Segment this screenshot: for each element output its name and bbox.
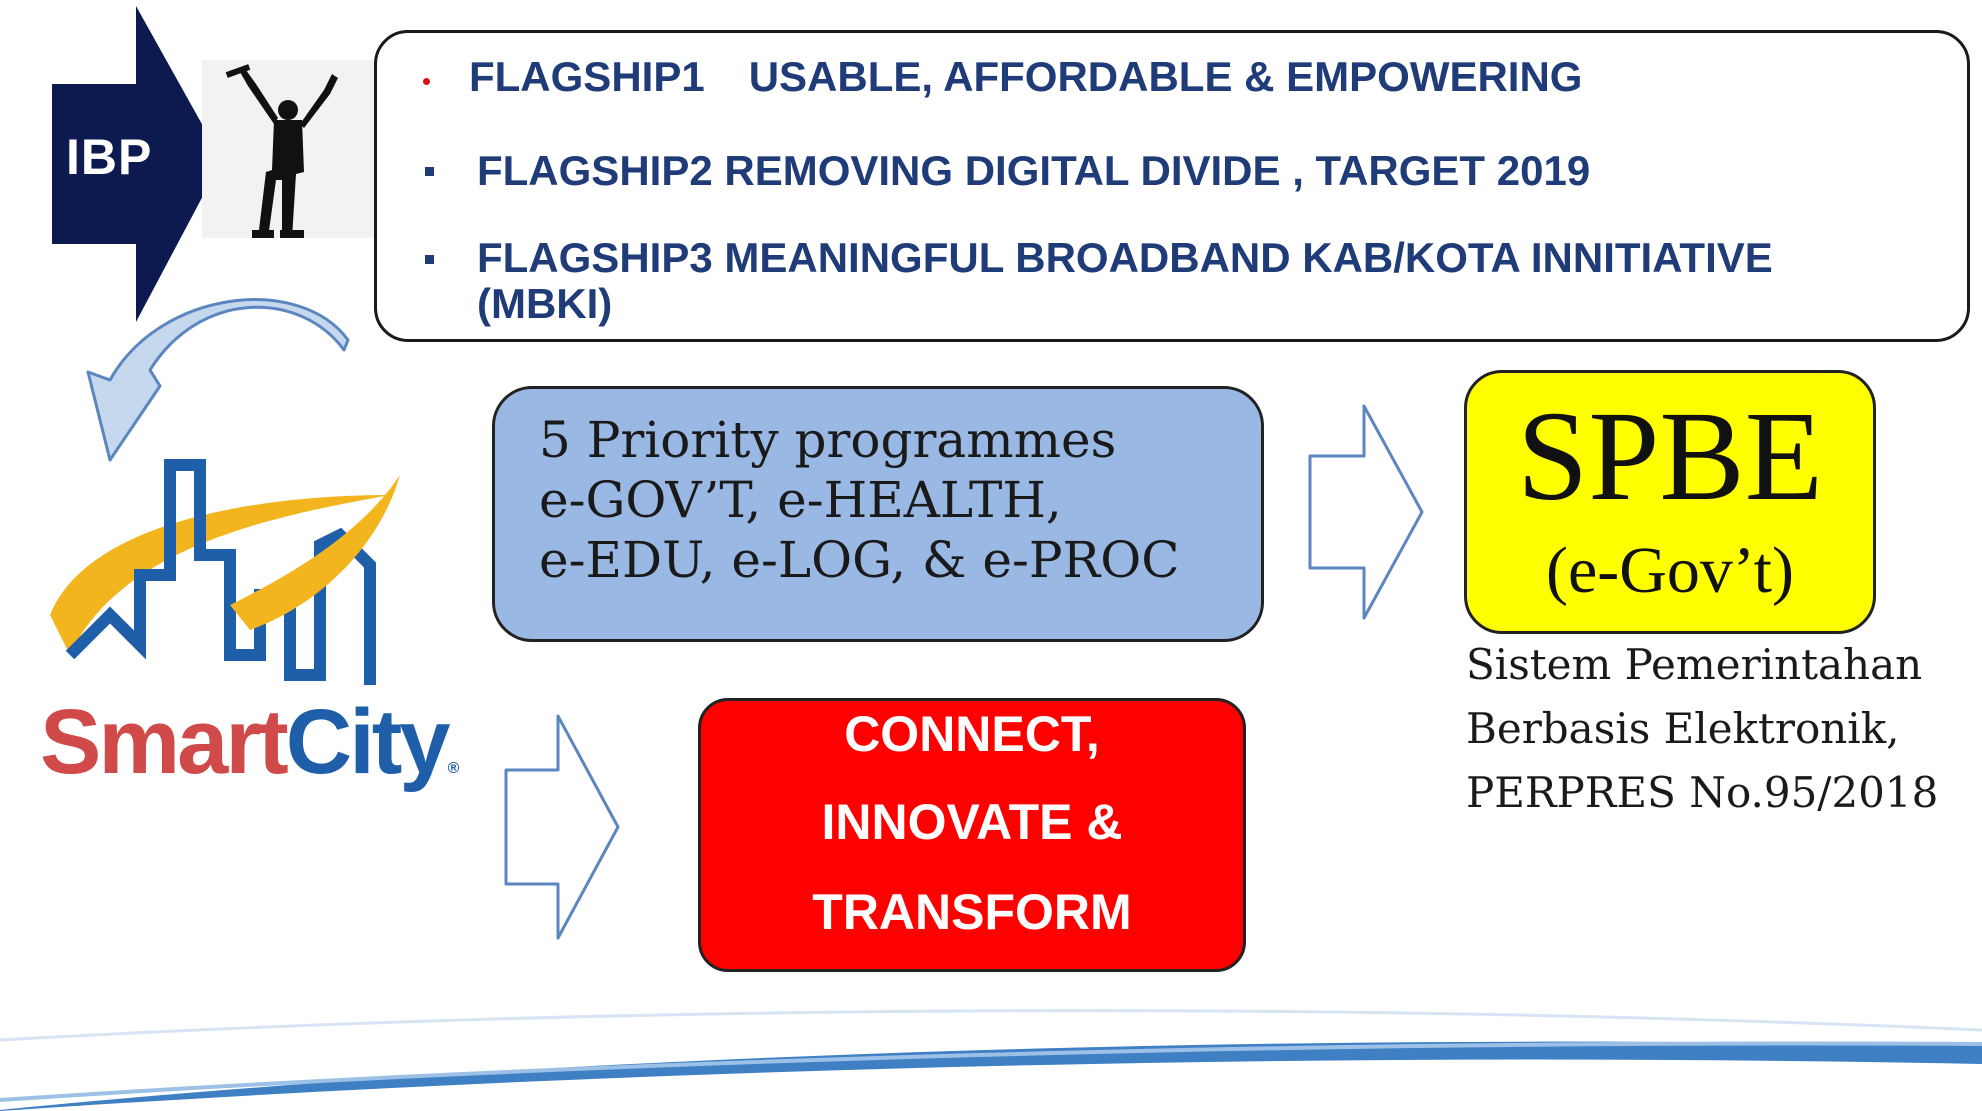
ibp-arrow-shape xyxy=(52,6,222,322)
flagship3-line: FLAGSHIP3 MEANINGFUL BROADBAND KAB/KOTA … xyxy=(477,235,1773,327)
flagship3-text: MEANINGFUL BROADBAND KAB/KOTA INNITIATIV… xyxy=(724,234,1773,281)
flagship1-text: USABLE, AFFORDABLE & EMPOWERING xyxy=(748,53,1583,100)
smartcity-word-city: City xyxy=(285,691,451,793)
spbe-description-line-3: PERPRES No.95/2018 xyxy=(1466,768,1939,817)
flagship3-prefix: FLAGSHIP3 xyxy=(477,234,713,281)
right-arrow-outline-icon xyxy=(1308,404,1424,620)
right-arrow-outline-icon xyxy=(504,714,620,940)
connect-line-2: INNOVATE & xyxy=(821,794,1123,850)
flagship-box: FLAGSHIP1 USABLE, AFFORDABLE & EMPOWERING… xyxy=(374,30,1970,342)
spbe-description-line-1: Sistem Pemerintahan xyxy=(1466,640,1923,689)
smartcity-skyline-icon xyxy=(50,459,400,685)
priority-line-2: e-GOV’T, e-HEALTH, xyxy=(539,471,1062,529)
connect-line-1: CONNECT, xyxy=(844,706,1100,762)
bullet-dot-icon xyxy=(423,78,430,85)
flagship1-prefix: FLAGSHIP1 xyxy=(469,53,705,100)
bottom-swoosh-decoration xyxy=(0,1009,1982,1111)
priority-line-1: 5 Priority programmes xyxy=(539,411,1117,469)
spbe-box: SPBE (e-Gov’t) xyxy=(1464,370,1876,634)
bullet-square-icon xyxy=(425,255,434,264)
curved-arrow-icon xyxy=(86,298,350,462)
smartcity-word-smart: Smart xyxy=(40,691,289,793)
ibp-label: IBP xyxy=(66,129,153,185)
bullet-square-icon xyxy=(425,167,434,176)
smartcity-wordmark: SmartCity® xyxy=(40,690,459,795)
flagship2-text: REMOVING DIGITAL DIVIDE , TARGET 2019 xyxy=(724,147,1591,194)
connect-innovate-transform-box: CONNECT, INNOVATE & TRANSFORM xyxy=(698,698,1246,972)
flagship2-prefix: FLAGSHIP2 xyxy=(477,147,713,194)
flagship3-continuation: (MBKI) xyxy=(477,280,613,327)
flagship1-line: FLAGSHIP1 USABLE, AFFORDABLE & EMPOWERING xyxy=(469,53,1582,101)
registered-mark: ® xyxy=(447,760,460,777)
priority-line-3: e-EDU, e-LOG, & e-PROC xyxy=(539,531,1180,589)
raised-arms-figure-icon xyxy=(225,64,338,238)
spbe-subtitle: (e-Gov’t) xyxy=(1545,534,1794,607)
priority-programmes-box: 5 Priority programmes e-GOV’T, e-HEALTH,… xyxy=(492,386,1264,642)
spbe-description-line-2: Berbasis Elektronik, xyxy=(1466,704,1900,753)
flagship2-line: FLAGSHIP2 REMOVING DIGITAL DIVIDE , TARG… xyxy=(477,147,1590,195)
spbe-title: SPBE xyxy=(1517,385,1823,527)
connect-line-3: TRANSFORM xyxy=(812,884,1132,940)
